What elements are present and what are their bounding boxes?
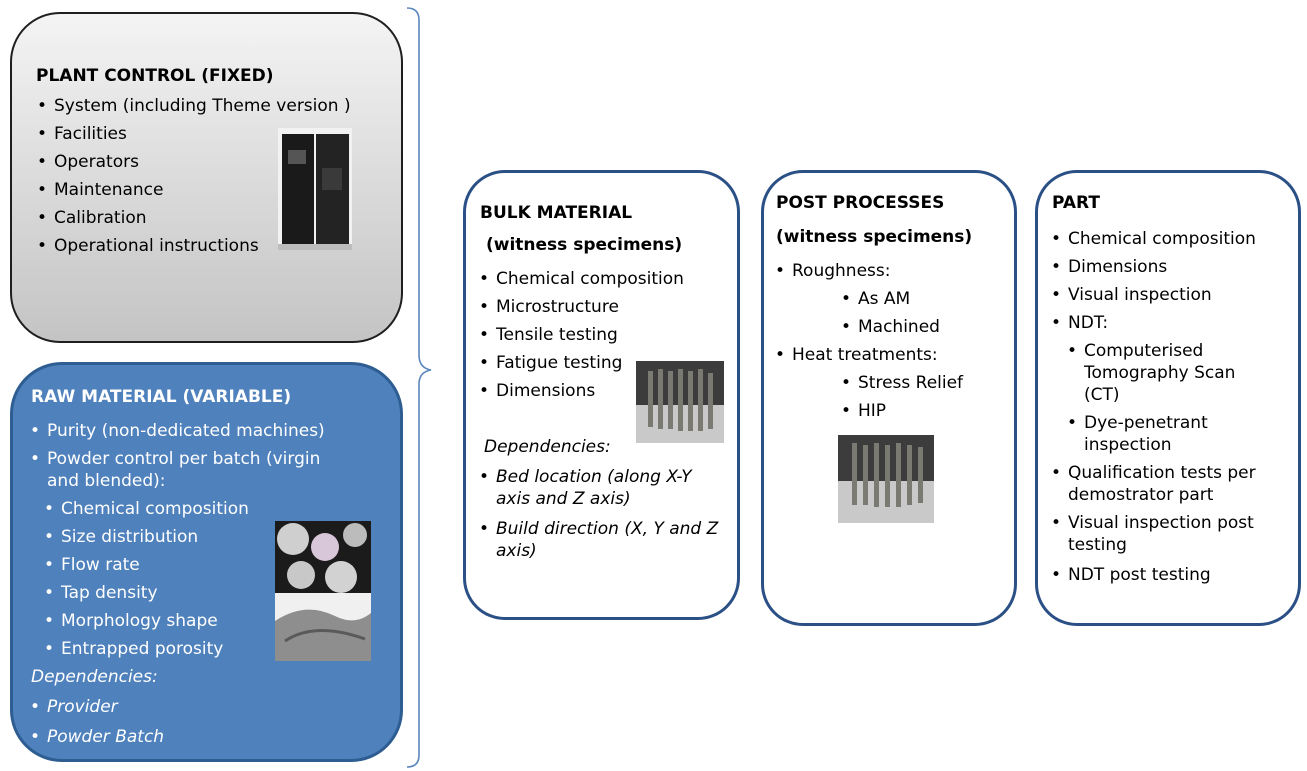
part-item-visual-post-cont: testing bbox=[1068, 535, 1127, 555]
part-item-dimensions: Dimensions bbox=[1051, 257, 1167, 277]
part-ndt-ct-cont: Tomography Scan bbox=[1084, 363, 1236, 383]
raw-sub-chemical: Chemical composition bbox=[44, 499, 249, 519]
part-ndt-ct-cont2: (CT) bbox=[1084, 385, 1120, 405]
am-machine-image bbox=[278, 128, 352, 250]
bulk-item-fatigue: Fatigue testing bbox=[479, 353, 622, 373]
raw-sub-tap: Tap density bbox=[44, 583, 157, 603]
post-item-roughness: Roughness: bbox=[775, 261, 891, 281]
post-heat-stress-relief: Stress Relief bbox=[841, 373, 963, 393]
plant-item-operators: Operators bbox=[37, 152, 139, 172]
part-ndt-dye: Dye-penetrant bbox=[1067, 413, 1208, 433]
bulk-item-tensile: Tensile testing bbox=[479, 325, 618, 345]
bulk-dep-bed-location-cont: axis and Z axis) bbox=[496, 489, 631, 509]
raw-dep-batch: Powder Batch bbox=[30, 727, 164, 747]
raw-sub-porosity: Entrapped porosity bbox=[44, 639, 223, 659]
bulk-material-subtitle: (witness specimens) bbox=[486, 235, 683, 255]
raw-material-title: RAW MATERIAL (VARIABLE) bbox=[31, 387, 292, 407]
raw-sub-size: Size distribution bbox=[44, 527, 198, 547]
plant-item-facilities: Facilities bbox=[37, 124, 127, 144]
raw-dep-provider: Provider bbox=[30, 697, 118, 717]
part-item-visual: Visual inspection bbox=[1051, 285, 1212, 305]
plant-control-box: PLANT CONTROL (FIXED) System (including … bbox=[10, 12, 403, 343]
plant-control-title: PLANT CONTROL (FIXED) bbox=[36, 66, 274, 86]
witness-specimens-image bbox=[636, 361, 724, 443]
post-roughness-as-am: As AM bbox=[841, 289, 910, 309]
part-title: PART bbox=[1052, 193, 1100, 213]
bulk-item-microstructure: Microstructure bbox=[479, 297, 619, 317]
part-ndt-ct: Computerised bbox=[1067, 341, 1203, 361]
plant-item-operational-instructions: Operational instructions bbox=[37, 236, 259, 256]
part-item-qualification-cont: demostrator part bbox=[1068, 485, 1214, 505]
part-item-chemical: Chemical composition bbox=[1051, 229, 1256, 249]
bulk-dep-bed-location: Bed location (along X-Y bbox=[479, 467, 692, 487]
bulk-material-title: BULK MATERIAL bbox=[480, 203, 633, 223]
bulk-dep-build-direction: Build direction (X, Y and Z bbox=[479, 519, 718, 539]
grouping-brace bbox=[406, 7, 432, 768]
part-item-ndt: NDT: bbox=[1051, 313, 1108, 333]
plant-item-maintenance: Maintenance bbox=[37, 180, 164, 200]
raw-material-box: RAW MATERIAL (VARIABLE) Purity (non-dedi… bbox=[10, 362, 403, 762]
raw-item-purity: Purity (non-dedicated machines) bbox=[30, 421, 325, 441]
part-item-visual-post: Visual inspection post bbox=[1051, 513, 1254, 533]
plant-item-calibration: Calibration bbox=[37, 208, 146, 228]
post-specimens-image bbox=[838, 435, 934, 523]
bulk-item-dimensions: Dimensions bbox=[479, 381, 595, 401]
raw-item-powder-control-cont: and blended): bbox=[47, 471, 166, 491]
raw-item-powder-control: Powder control per batch (virgin bbox=[30, 449, 320, 469]
bulk-item-chemical: Chemical composition bbox=[479, 269, 684, 289]
bulk-material-box: BULK MATERIAL (witness specimens) Chemic… bbox=[463, 170, 740, 620]
post-processes-subtitle: (witness specimens) bbox=[776, 227, 973, 247]
part-ndt-dye-cont: inspection bbox=[1084, 435, 1172, 455]
post-heat-hip: HIP bbox=[841, 401, 886, 421]
part-box: PART Chemical composition Dimensions Vis… bbox=[1035, 170, 1301, 626]
part-item-ndt-post: NDT post testing bbox=[1051, 565, 1211, 585]
part-item-qualification: Qualification tests per bbox=[1051, 463, 1256, 483]
plant-item-system: System (including Theme version ) bbox=[37, 96, 351, 116]
bulk-dep-build-direction-cont: axis) bbox=[496, 541, 537, 561]
bulk-dependencies-label: Dependencies: bbox=[484, 437, 611, 457]
raw-sub-flow: Flow rate bbox=[44, 555, 140, 575]
powder-micrograph-image bbox=[275, 521, 371, 661]
post-processes-title: POST PROCESSES bbox=[776, 193, 945, 213]
post-item-heat-treatments: Heat treatments: bbox=[775, 345, 938, 365]
post-roughness-machined: Machined bbox=[841, 317, 940, 337]
raw-dependencies-label: Dependencies: bbox=[31, 667, 158, 687]
raw-sub-morphology: Morphology shape bbox=[44, 611, 218, 631]
post-processes-box: POST PROCESSES (witness specimens) Rough… bbox=[761, 170, 1017, 626]
